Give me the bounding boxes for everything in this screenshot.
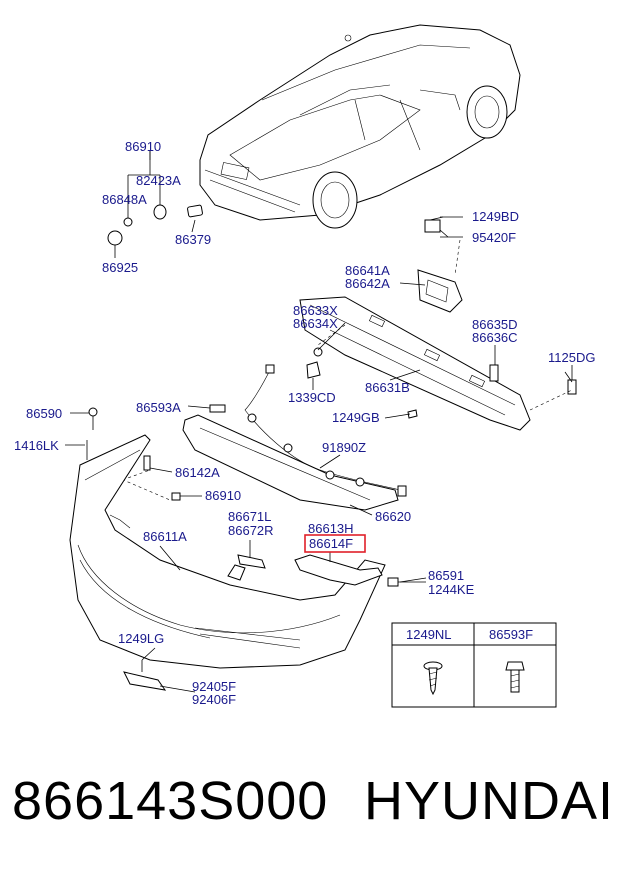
license-bracket	[417, 216, 463, 313]
bumper-cover	[69, 434, 386, 669]
label-82423A[interactable]: 82423A	[136, 173, 181, 188]
label-86641A[interactable]: 86641A	[345, 263, 390, 278]
label-95420F[interactable]: 95420F	[472, 230, 516, 245]
part-labels: 86910 82423A 86848A 86379 86925 1249BD 9…	[14, 139, 595, 707]
label-1249LG[interactable]: 1249LG	[118, 631, 164, 646]
label-86593A[interactable]: 86593A	[136, 400, 181, 415]
label-1249BD[interactable]: 1249BD	[472, 209, 519, 224]
wiring-harness	[244, 364, 407, 497]
label-1249GB[interactable]: 1249GB	[332, 410, 380, 425]
label-86848A[interactable]: 86848A	[102, 192, 147, 207]
bolt-icon	[505, 661, 525, 693]
label-86634X[interactable]: 86634X	[293, 316, 338, 331]
brand-caption: HYUNDAI	[364, 771, 615, 831]
label-92406F[interactable]: 92406F	[192, 692, 236, 707]
legend-table: 1249NL 86593F	[391, 622, 557, 708]
label-86642A[interactable]: 86642A	[345, 276, 390, 291]
label-86636C[interactable]: 86636C	[472, 330, 518, 345]
label-86142A[interactable]: 86142A	[175, 465, 220, 480]
label-86925[interactable]: 86925	[102, 260, 138, 275]
label-1339CD[interactable]: 1339CD	[288, 390, 336, 405]
car-illustration	[199, 24, 521, 229]
fasteners	[86, 407, 181, 691]
label-1416LK[interactable]: 1416LK	[14, 438, 59, 453]
legend-header-86593F: 86593F	[489, 627, 533, 642]
label-1125DG[interactable]: 1125DG	[548, 350, 595, 365]
label-86613H[interactable]: 86613H	[308, 521, 354, 536]
screw-icon	[423, 661, 443, 696]
bumper-brackets	[237, 552, 426, 587]
label-91890Z[interactable]: 91890Z	[322, 440, 366, 455]
legend-header-1249NL: 1249NL	[406, 627, 452, 642]
label-86910-mid[interactable]: 86910	[205, 488, 241, 503]
label-86635D[interactable]: 86635D	[472, 317, 518, 332]
label-86611A[interactable]: 86611A	[143, 529, 187, 544]
part-number-caption: 866143S000	[12, 771, 329, 831]
label-86633X[interactable]: 86633X	[293, 303, 338, 318]
label-86590[interactable]: 86590	[26, 406, 62, 421]
leader-lines	[65, 150, 573, 693]
label-1244KE[interactable]: 1244KE	[428, 582, 475, 597]
dashed-leaders	[99, 239, 573, 501]
label-86631B[interactable]: 86631B	[365, 380, 410, 395]
label-86671L[interactable]: 86671L	[228, 509, 271, 524]
highlight-box	[304, 534, 366, 553]
label-86591[interactable]: 86591	[428, 568, 464, 583]
emblem-group	[107, 150, 203, 246]
label-86910-top[interactable]: 86910	[125, 139, 161, 154]
label-92405F[interactable]: 92405F	[192, 679, 236, 694]
label-86379[interactable]: 86379	[175, 232, 211, 247]
label-86614F[interactable]: 86614F	[309, 536, 353, 551]
label-86672R[interactable]: 86672R	[228, 523, 274, 538]
parts-diagram: 86910 82423A 86848A 86379 86925 1249BD 9…	[14, 24, 595, 708]
energy-absorber	[182, 404, 399, 511]
label-86620[interactable]: 86620	[375, 509, 411, 524]
